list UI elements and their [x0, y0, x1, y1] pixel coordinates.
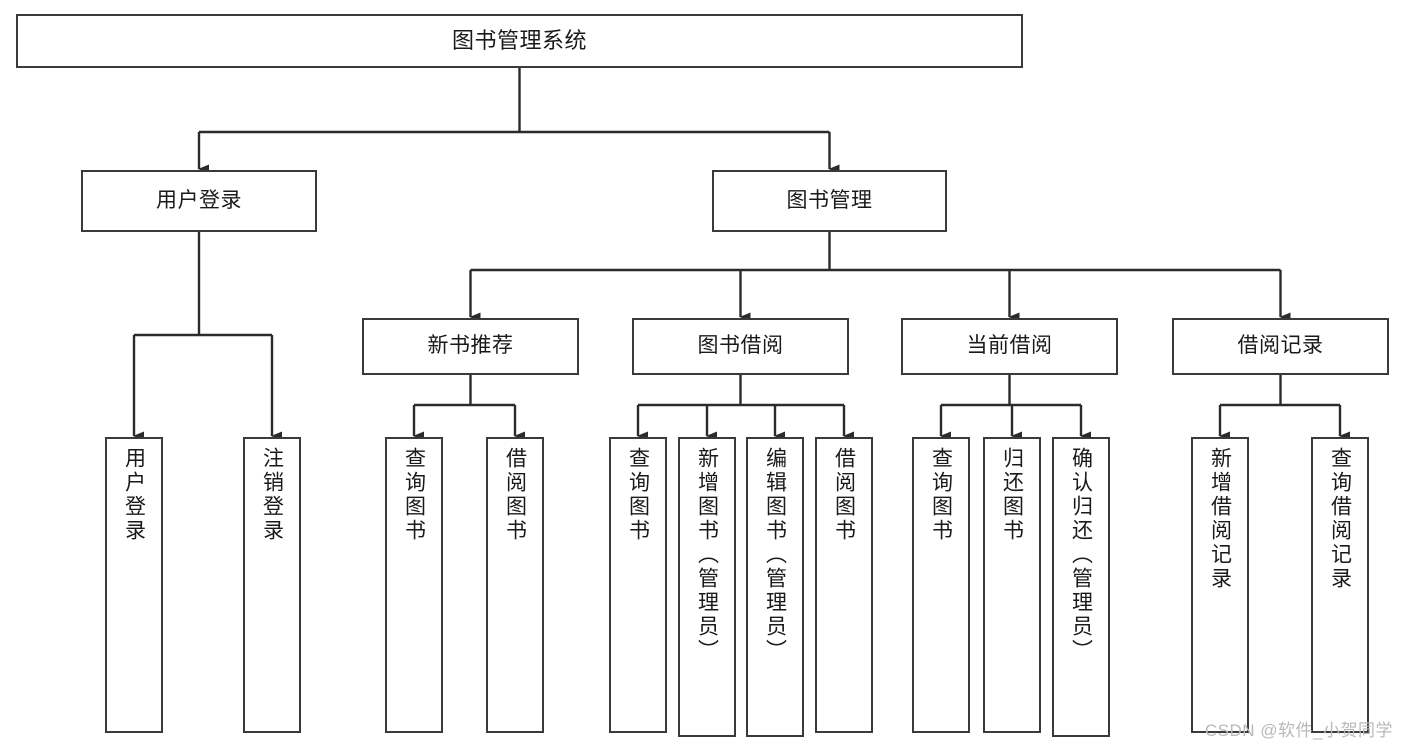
- node-label: 图书管理系统: [451, 28, 587, 54]
- node-leaf-confirm-return[interactable]: 确认归还（管理员）: [1052, 437, 1110, 737]
- node-leaf-add-book[interactable]: 新增图书（管理员）: [678, 437, 736, 737]
- node-label: 注销登录: [260, 447, 284, 543]
- node-leaf-user-logout[interactable]: 注销登录: [243, 437, 301, 733]
- node-label: 归还图书: [1000, 447, 1024, 543]
- node-label: 图书借阅: [697, 334, 784, 358]
- node-leaf-borrow-book-2[interactable]: 借阅图书: [815, 437, 873, 733]
- node-user-login[interactable]: 用户登录: [81, 170, 317, 232]
- node-label: 查询图书: [626, 447, 650, 543]
- node-label: 当前借阅: [966, 334, 1053, 358]
- node-label: 新书推荐: [427, 334, 514, 358]
- node-label: 借阅图书: [503, 447, 527, 543]
- node-current-borrow[interactable]: 当前借阅: [901, 318, 1118, 375]
- node-label: 图书管理: [786, 188, 873, 212]
- node-leaf-query-book-3[interactable]: 查询图书: [912, 437, 970, 733]
- node-label: 用户登录: [156, 188, 242, 212]
- node-leaf-edit-book[interactable]: 编辑图书（管理员）: [746, 437, 804, 737]
- node-label: 确认归还（管理员）: [1069, 447, 1093, 663]
- node-label: 借阅图书: [832, 447, 856, 543]
- node-root[interactable]: 图书管理系统: [16, 14, 1023, 68]
- node-leaf-query-book-1[interactable]: 查询图书: [385, 437, 443, 733]
- node-book-borrow[interactable]: 图书借阅: [632, 318, 849, 375]
- node-label: 查询图书: [402, 447, 426, 543]
- node-borrow-record[interactable]: 借阅记录: [1172, 318, 1389, 375]
- node-leaf-add-record[interactable]: 新增借阅记录: [1191, 437, 1249, 733]
- node-leaf-user-login[interactable]: 用户登录: [105, 437, 163, 733]
- node-label: 新增借阅记录: [1208, 447, 1232, 591]
- node-label: 查询借阅记录: [1328, 447, 1352, 591]
- node-label: 新增图书（管理员）: [695, 447, 719, 663]
- node-leaf-return-book[interactable]: 归还图书: [983, 437, 1041, 733]
- node-book-manage[interactable]: 图书管理: [712, 170, 947, 232]
- node-label: 用户登录: [122, 447, 146, 543]
- node-leaf-query-record[interactable]: 查询借阅记录: [1311, 437, 1369, 733]
- node-label: 编辑图书（管理员）: [763, 447, 787, 663]
- node-leaf-borrow-book-1[interactable]: 借阅图书: [486, 437, 544, 733]
- node-label: 查询图书: [929, 447, 953, 543]
- node-label: 借阅记录: [1237, 334, 1324, 358]
- node-new-book-rec[interactable]: 新书推荐: [362, 318, 579, 375]
- node-leaf-query-book-2[interactable]: 查询图书: [609, 437, 667, 733]
